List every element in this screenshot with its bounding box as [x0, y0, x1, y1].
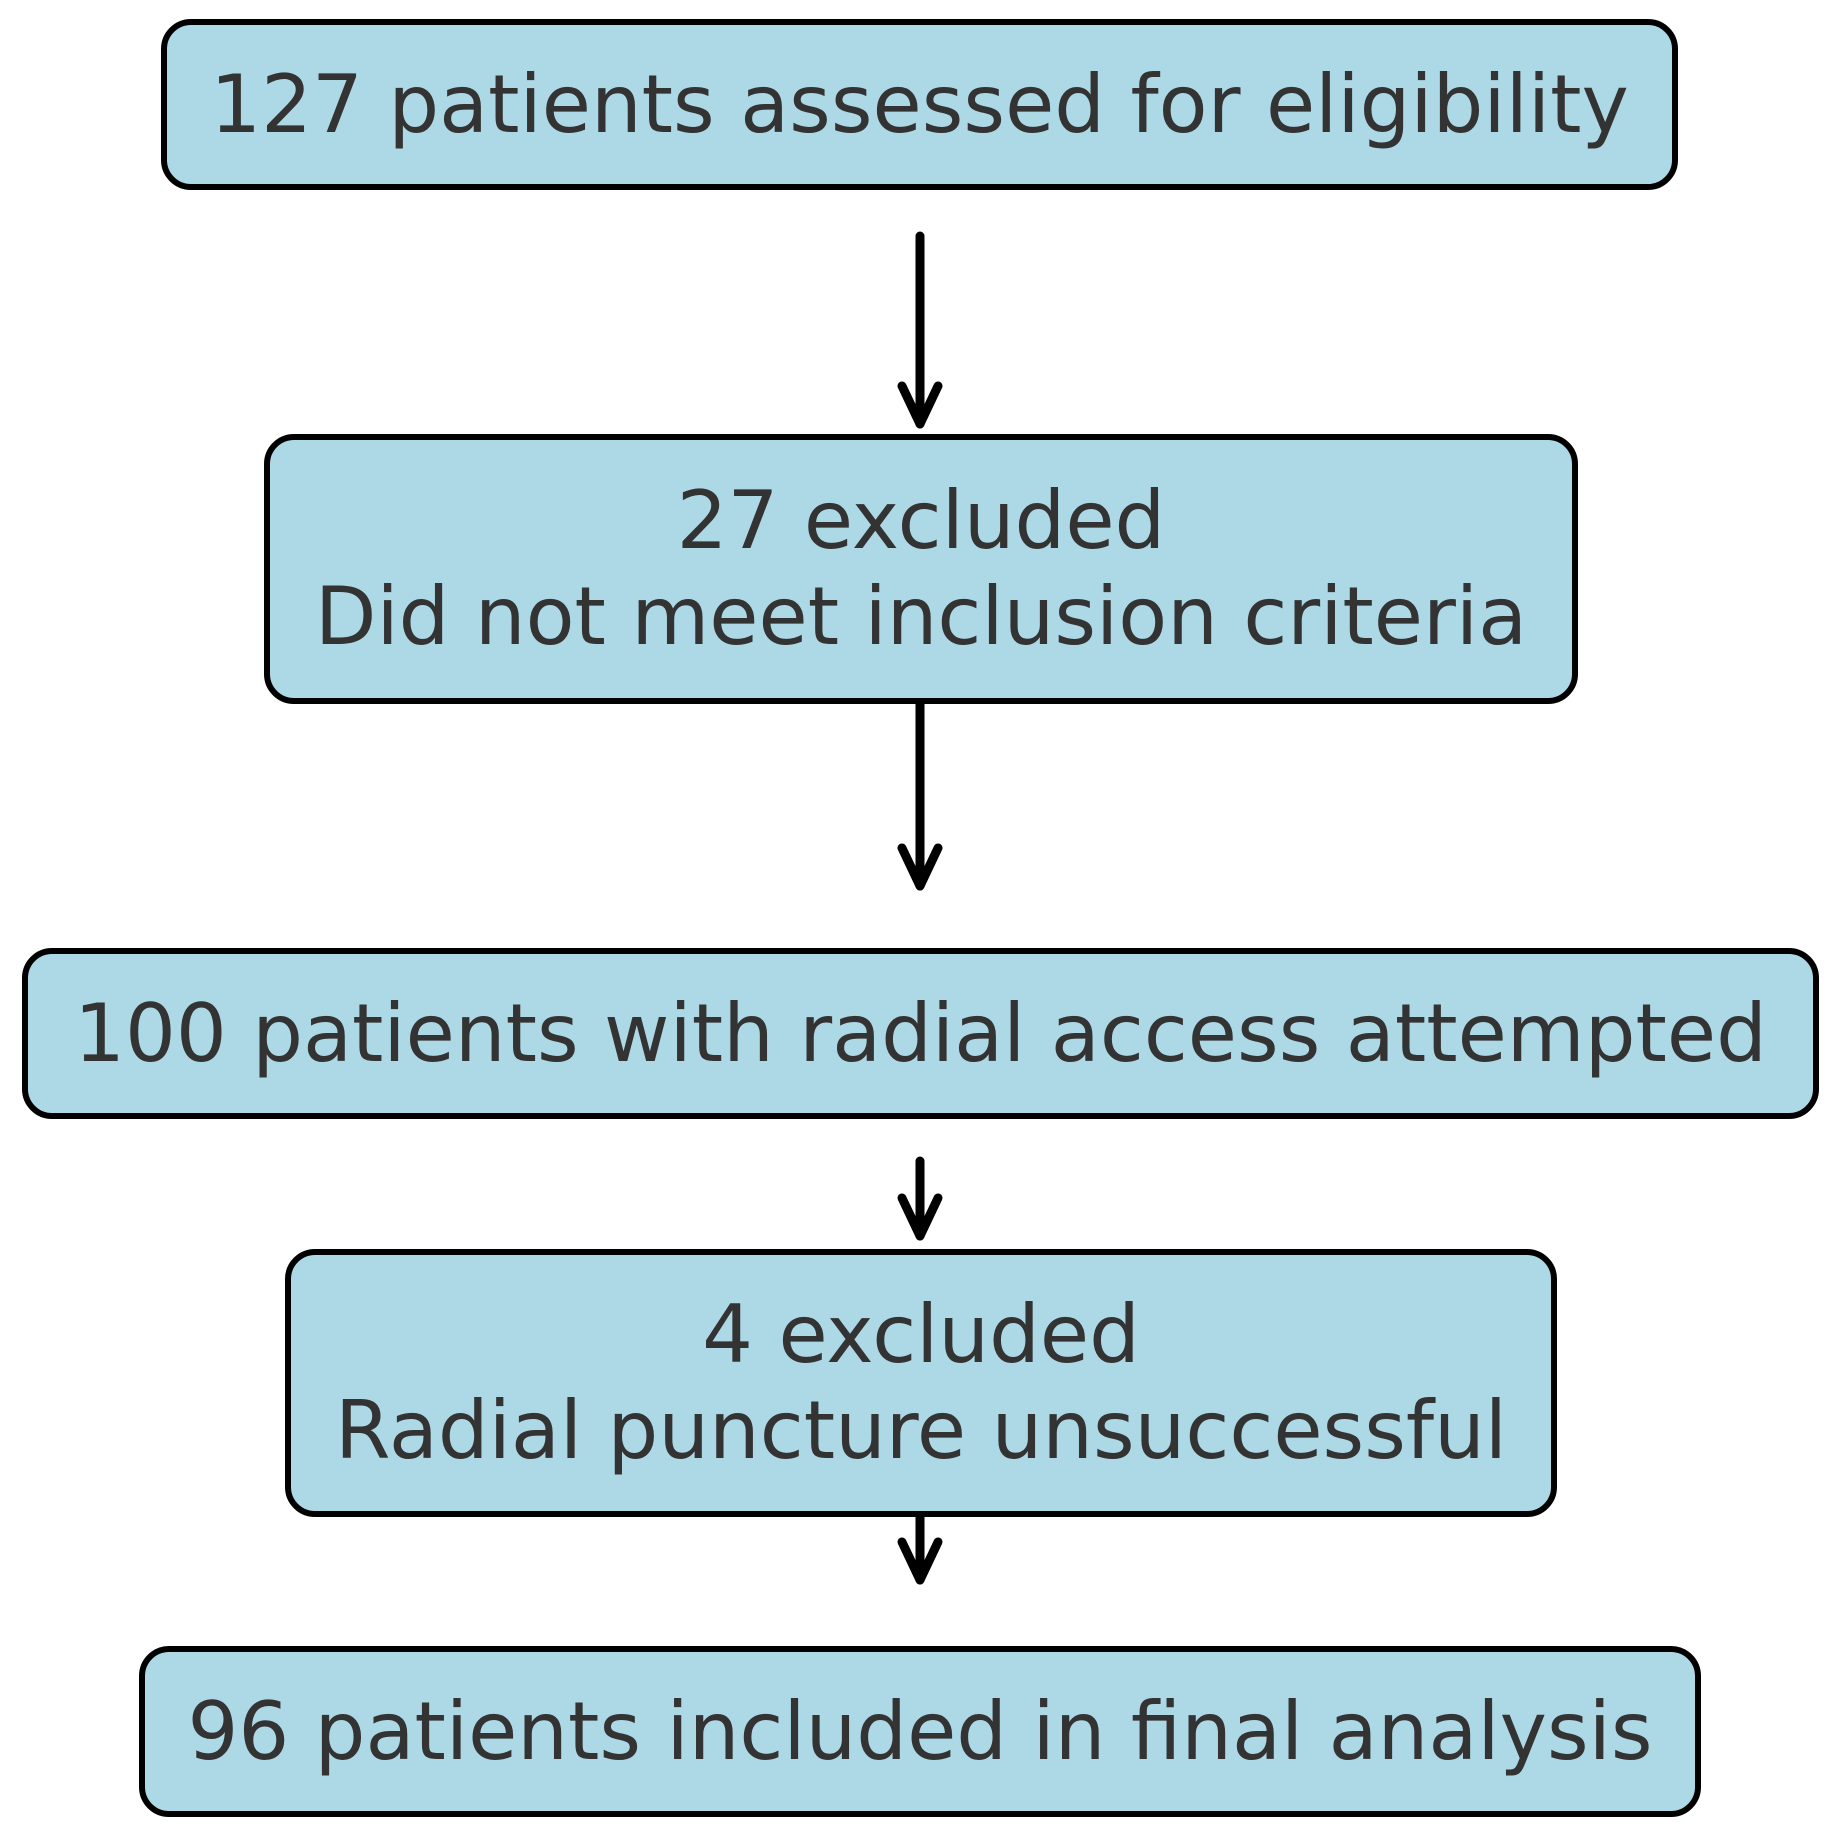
- node-assessed: 127 patients assessed for eligibility: [161, 19, 1678, 190]
- arrow-excluded-criteria-to-radial-attempted: [897, 695, 943, 891]
- node-excluded-puncture-reason: Radial puncture unsuccessful: [335, 1384, 1507, 1477]
- node-excluded-criteria: 27 excluded Did not meet inclusion crite…: [264, 434, 1578, 704]
- node-excluded-criteria-reason: Did not meet inclusion criteria: [314, 570, 1528, 663]
- node-excluded-criteria-count: 27 excluded: [676, 474, 1166, 567]
- node-radial-attempted: 100 patients with radial access attempte…: [22, 948, 1819, 1119]
- arrow-excluded-puncture-to-final-analysis: [897, 1507, 943, 1585]
- node-radial-attempted-text: 100 patients with radial access attempte…: [74, 986, 1767, 1080]
- node-excluded-puncture: 4 excluded Radial puncture unsuccessful: [285, 1249, 1557, 1517]
- node-excluded-puncture-count: 4 excluded: [702, 1288, 1140, 1381]
- node-final-analysis-text: 96 patients included in final analysis: [187, 1684, 1653, 1778]
- arrow-radial-attempted-to-excluded-puncture: [897, 1156, 943, 1241]
- arrow-assessed-to-excluded-criteria: [897, 231, 943, 429]
- node-assessed-text: 127 patients assessed for eligibility: [210, 57, 1629, 151]
- node-final-analysis: 96 patients included in final analysis: [139, 1646, 1701, 1817]
